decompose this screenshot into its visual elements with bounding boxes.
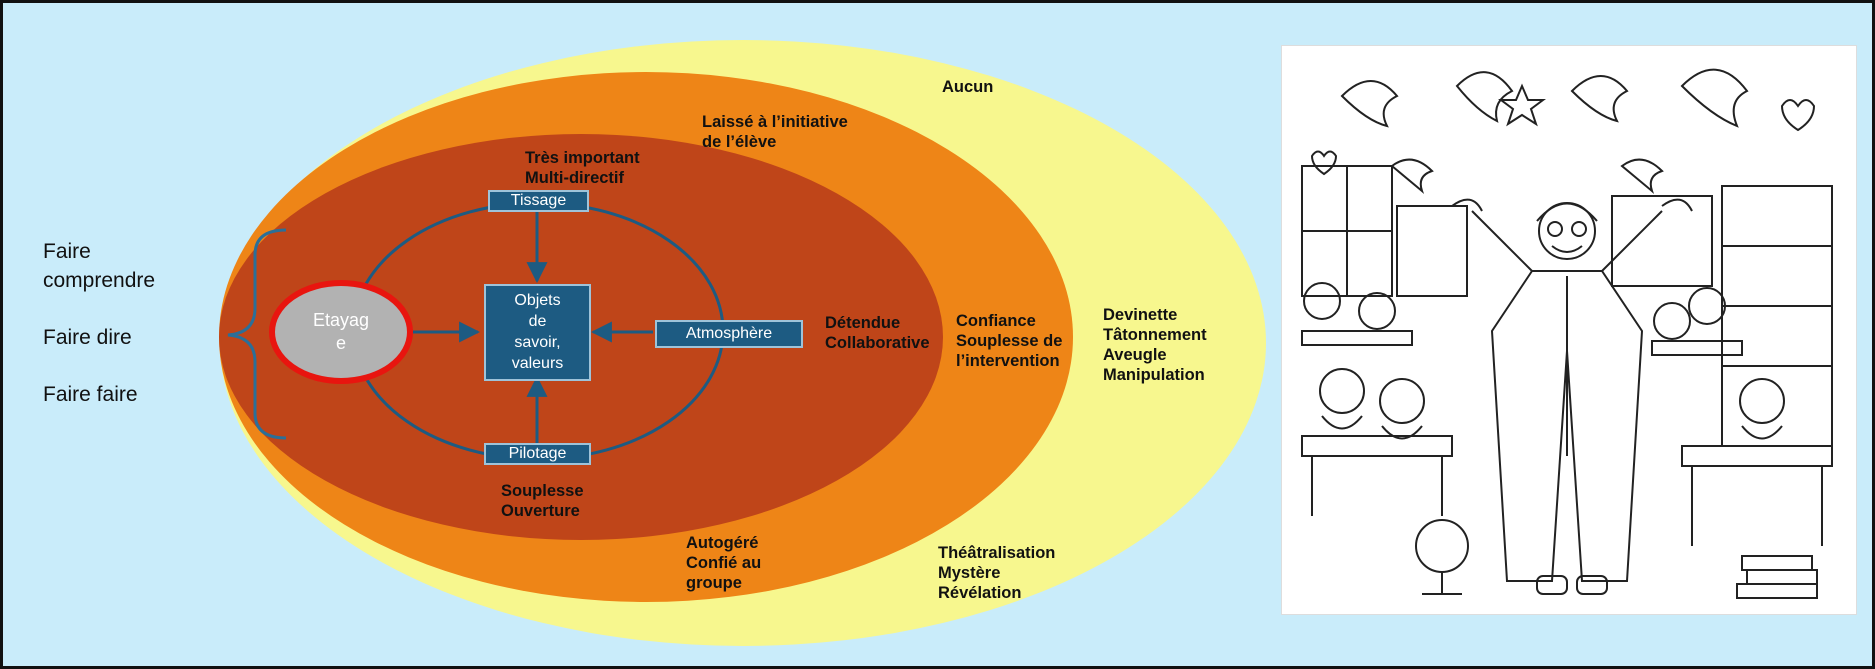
left-item-dire: Faire dire (43, 326, 132, 349)
diagram-graphic (219, 40, 1266, 646)
left-item-faire: Faire faire (43, 383, 138, 406)
classroom-teacher-illustration (1281, 45, 1857, 615)
label-devinette: Devinette Tâtonnement Aveugle Manipulati… (1103, 306, 1207, 384)
classroom-drawing-icon (1301, 68, 1833, 599)
pilotage-box: Pilotage (484, 443, 591, 465)
atmosphere-box: Atmosphère (655, 320, 803, 348)
label-detendue: Détendue Collaborative (825, 314, 930, 352)
core-box: Objets de savoir, valeurs (484, 284, 591, 381)
label-tres-important: Très important Multi-directif (525, 149, 640, 187)
label-autogere: Autogéré Confié au groupe (686, 534, 762, 592)
left-item-comprendre: Faire comprendre (43, 240, 156, 292)
label-laisse: Laissé à l’initiative de l’élève (702, 113, 848, 151)
label-theatralisation: Théâtralisation Mystère Révélation (938, 544, 1056, 602)
label-confiance: Confiance Souplesse de l’intervention (956, 312, 1063, 370)
label-souplesse: Souplesse Ouverture (501, 482, 584, 520)
tissage-box: Tissage (488, 190, 589, 212)
etayage-node (269, 280, 413, 384)
label-aucun: Aucun (942, 78, 994, 96)
etayage-label: Etayag e (312, 310, 370, 353)
curly-bracket (227, 228, 287, 440)
